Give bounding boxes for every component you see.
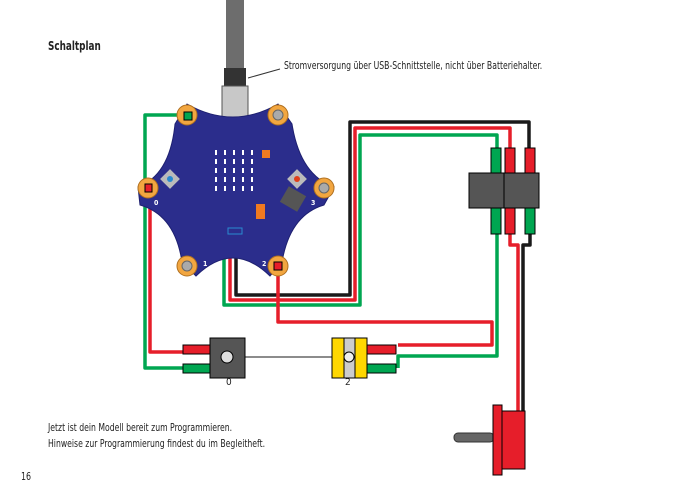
motor <box>453 404 526 476</box>
led <box>224 177 226 182</box>
svg-text:3: 3 <box>311 199 315 207</box>
wire-red-pin2 <box>276 268 494 347</box>
led <box>242 150 244 155</box>
wire-black-top <box>234 120 531 297</box>
led <box>242 168 244 173</box>
page-number: 16 <box>21 470 32 483</box>
button-a-icon <box>167 176 173 182</box>
usb-callout-text: Stromversorgung über USB-Schnittstelle, … <box>284 59 543 72</box>
instruction-line-1: Jetzt ist dein Modell bereit zum Program… <box>48 421 233 434</box>
led <box>215 150 217 155</box>
led <box>251 177 253 182</box>
led <box>233 159 235 164</box>
wire-red-top <box>228 126 512 302</box>
terminal-block <box>468 147 540 235</box>
led <box>215 186 217 191</box>
led <box>233 177 235 182</box>
svg-text:2: 2 <box>262 260 266 268</box>
page-heading: Schaltplan <box>48 39 101 53</box>
instruction-line-2: Hinweise zur Programmierung findest du i… <box>48 437 266 450</box>
wire-green-top <box>222 133 499 307</box>
button-b-icon <box>294 176 300 182</box>
led <box>242 177 244 182</box>
svg-text:1: 1 <box>203 260 207 268</box>
led <box>233 186 235 191</box>
wire-green-right <box>396 232 499 368</box>
led <box>251 150 253 155</box>
led <box>251 168 253 173</box>
led <box>215 177 217 182</box>
led <box>242 186 244 191</box>
wire-green-left <box>143 113 210 370</box>
led <box>215 159 217 164</box>
led <box>224 168 226 173</box>
led <box>251 159 253 164</box>
callout-line <box>247 68 281 79</box>
component-0-button <box>182 337 246 379</box>
component-label-2: 2 <box>345 377 351 388</box>
led <box>224 186 226 191</box>
wire-black-motor <box>521 232 532 412</box>
component-label-0: 0 <box>226 377 232 388</box>
led <box>242 159 244 164</box>
led <box>233 150 235 155</box>
svg-text:0: 0 <box>154 199 159 207</box>
led <box>224 159 226 164</box>
led <box>251 186 253 191</box>
component-2-module <box>331 337 397 379</box>
led <box>233 168 235 173</box>
wire-red-motor <box>508 232 520 412</box>
led <box>215 168 217 173</box>
led <box>224 150 226 155</box>
calliope-board: 0 1 2 3 <box>137 103 335 277</box>
